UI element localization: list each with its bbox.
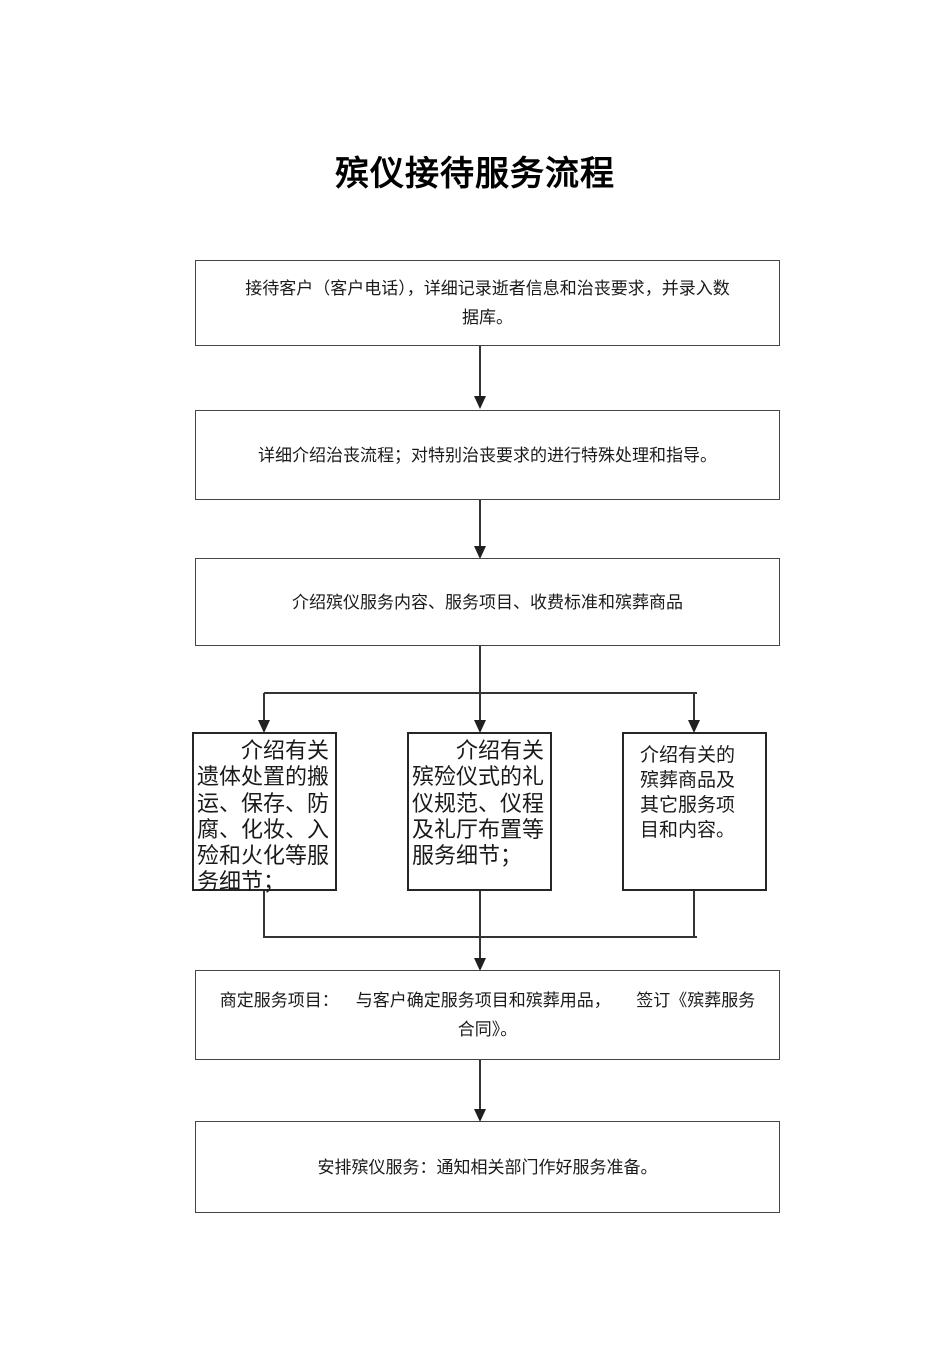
connector-merge-horizontal bbox=[264, 936, 697, 938]
connector-branch-right bbox=[693, 693, 695, 720]
connector-confirm-to-arrange bbox=[479, 1060, 481, 1109]
flow-step-confirm-contract: 商定服务项目： 与客户确定服务项目和殡葬用品， 签订《殡葬服务 合同》。 bbox=[195, 970, 780, 1060]
connector-merge-right bbox=[693, 891, 695, 938]
connector-merge-left bbox=[263, 891, 265, 938]
flow-step-confirm-contract-text: 商定服务项目： 与客户确定服务项目和殡葬用品， 签订《殡葬服务 合同》。 bbox=[219, 991, 756, 1039]
connector-branch-middle bbox=[479, 693, 481, 720]
flow-branch-ceremony-details: 介绍有关 殡殓仪式的礼 仪规范、仪程 及礼厅布置等 服务细节； bbox=[407, 732, 552, 891]
arrowhead-icon bbox=[474, 546, 486, 559]
flow-step-arrange-service-text: 安排殡仪服务：通知相关部门作好服务准备。 bbox=[317, 1157, 658, 1177]
arrowhead-icon bbox=[258, 720, 270, 733]
flow-branch-body-handling-text: 介绍有关 遗体处置的搬 运、保存、防 腐、化妆、入 殓和火化等服 务细节； bbox=[197, 738, 330, 895]
connector-merge-down bbox=[479, 938, 481, 959]
flow-branch-body-handling: 介绍有关 遗体处置的搬 运、保存、防 腐、化妆、入 殓和火化等服 务细节； bbox=[192, 732, 337, 894]
arrowhead-icon bbox=[474, 720, 486, 733]
flow-step-reception: 接待客户（客户电话），详细记录逝者信息和治丧要求，并录入数 据库。 bbox=[195, 260, 780, 346]
flow-step-arrange-service: 安排殡仪服务：通知相关部门作好服务准备。 bbox=[195, 1121, 780, 1213]
flow-step-introduce-services-text: 介绍殡仪服务内容、服务项目、收费标准和殡葬商品 bbox=[292, 592, 683, 612]
flow-branch-ceremony-details-text: 介绍有关 殡殓仪式的礼 仪规范、仪程 及礼厅布置等 服务细节； bbox=[412, 738, 545, 869]
flow-branch-merchandise-text: 介绍有关的 殡葬商品及 其它服务项 目和内容。 bbox=[640, 745, 736, 841]
connector-explain-to-introduce bbox=[479, 500, 481, 546]
connector-branch-left bbox=[263, 693, 265, 720]
connector-branch-down bbox=[479, 646, 481, 694]
flow-step-introduce-services: 介绍殡仪服务内容、服务项目、收费标准和殡葬商品 bbox=[195, 558, 780, 646]
connector-reception-to-explain bbox=[479, 346, 481, 396]
flow-step-reception-text: 接待客户（客户电话），详细记录逝者信息和治丧要求，并录入数 据库。 bbox=[245, 279, 730, 327]
flow-branch-merchandise: 介绍有关的 殡葬商品及 其它服务项 目和内容。 bbox=[622, 732, 767, 891]
arrowhead-icon bbox=[474, 396, 486, 409]
arrowhead-icon bbox=[688, 720, 700, 733]
arrowhead-icon bbox=[474, 958, 486, 971]
page-title: 殡仪接待服务流程 bbox=[335, 156, 615, 193]
flow-step-explain-process: 详细介绍治丧流程；对特别治丧要求的进行特殊处理和指导。 bbox=[195, 410, 780, 500]
connector-merge-middle bbox=[479, 891, 481, 938]
arrowhead-icon bbox=[474, 1109, 486, 1122]
flow-step-explain-process-text: 详细介绍治丧流程；对特别治丧要求的进行特殊处理和指导。 bbox=[258, 445, 717, 465]
